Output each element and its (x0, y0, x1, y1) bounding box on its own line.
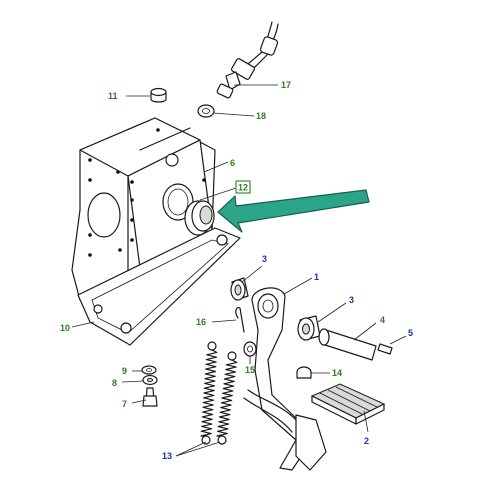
callout-3-upper: 3 (262, 254, 267, 264)
callout-7: 7 (122, 399, 127, 409)
pointer-arrow (217, 189, 370, 233)
callout-18: 18 (256, 111, 266, 121)
callout-15: 15 (245, 365, 255, 375)
nut (197, 104, 215, 118)
bush-small (243, 341, 257, 357)
stop-lamp-switch (216, 21, 279, 99)
callout-10: 10 (60, 323, 70, 333)
callout-14: 14 (332, 368, 342, 378)
bush-right (297, 315, 321, 341)
pin (377, 343, 393, 355)
cap (150, 87, 167, 103)
callout-3-right: 3 (349, 295, 354, 305)
pivot-shaft (318, 328, 377, 361)
callout-12-box (235, 180, 251, 194)
callout-17: 17 (281, 80, 291, 90)
pedal-pad (310, 383, 386, 425)
callout-labels: 1 2 3 3 4 5 6 7 8 9 10 11 12 13 14 15 16… (60, 80, 413, 461)
return-springs (200, 341, 238, 445)
bush-upper (230, 277, 249, 301)
callout-16: 16 (196, 317, 206, 327)
callout-6: 6 (230, 158, 235, 168)
pedal-box (71, 117, 216, 301)
callout-4: 4 (380, 315, 385, 325)
fasteners (141, 365, 158, 407)
grommet (184, 200, 215, 236)
callout-9: 9 (122, 366, 127, 376)
clip (235, 307, 245, 333)
callout-11: 11 (108, 91, 118, 101)
leader-lines (71, 84, 407, 457)
callout-8: 8 (112, 378, 117, 388)
callout-1: 1 (314, 272, 319, 282)
brake-pedal (243, 287, 327, 471)
gasket (77, 227, 241, 346)
callout-5: 5 (408, 328, 413, 338)
callout-13: 13 (162, 451, 172, 461)
callout-12: 12 (238, 183, 248, 193)
callout-2: 2 (364, 436, 369, 446)
pedal-stop (296, 366, 312, 379)
